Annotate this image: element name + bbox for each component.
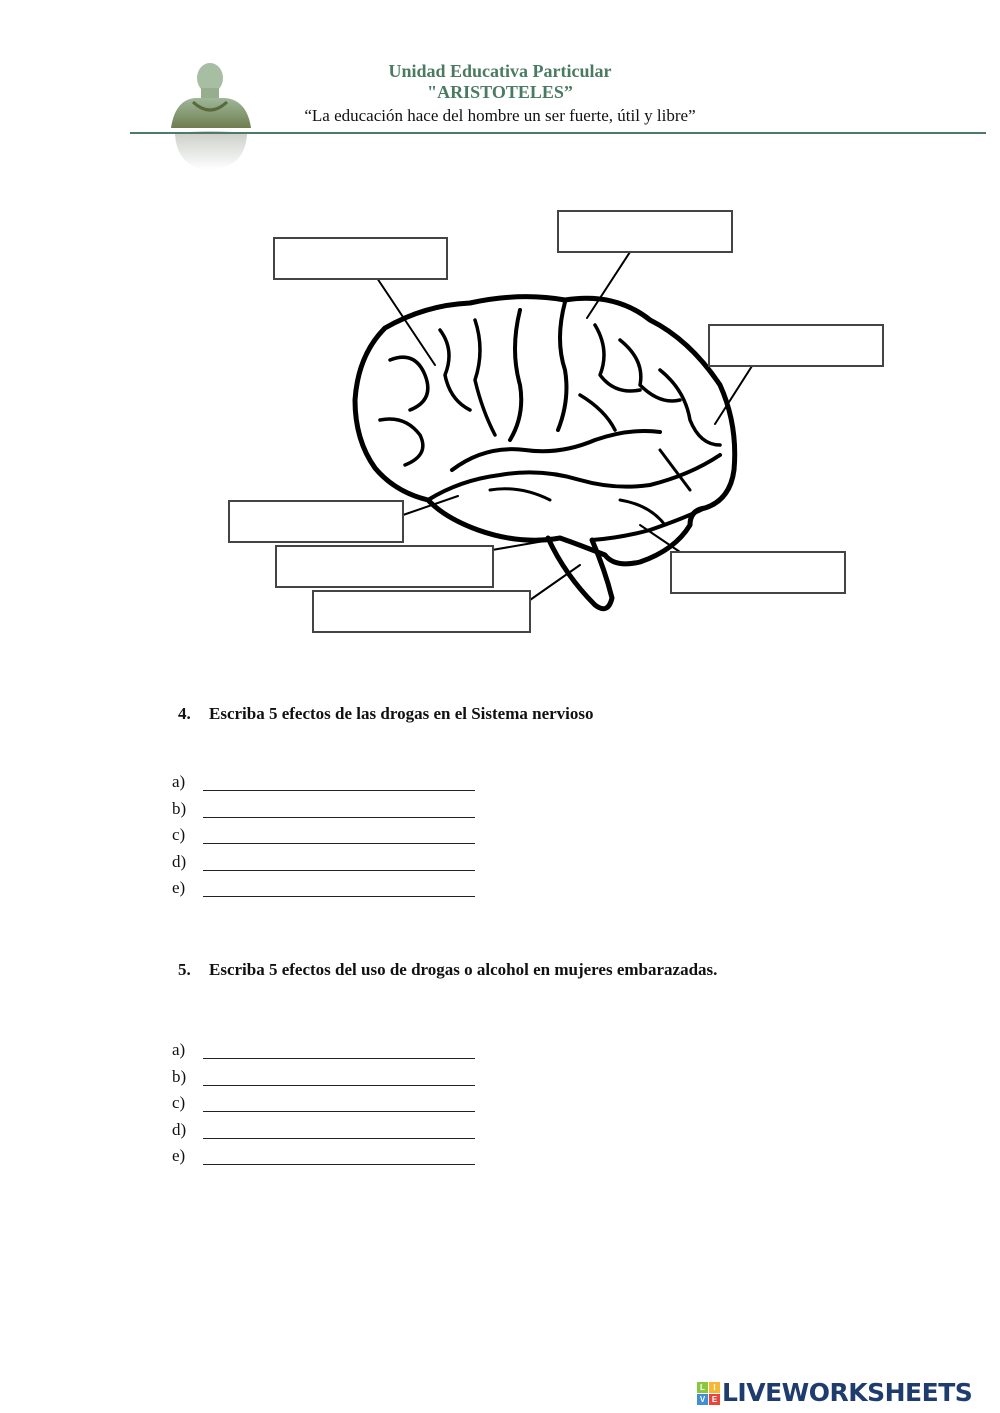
- answer-input-line[interactable]: [203, 896, 475, 897]
- school-name: Unidad Educativa Particular: [388, 61, 612, 81]
- logo-tile: L: [697, 1381, 708, 1393]
- answer-input-line[interactable]: [203, 1137, 475, 1139]
- brain-diagram: [220, 200, 900, 650]
- aristotle-bust-icon: [165, 58, 255, 170]
- answer-letter: e): [172, 878, 186, 897]
- label-box-left-lower-2[interactable]: [312, 590, 531, 633]
- school-subtitle: "ARISTOTELES”: [427, 82, 573, 102]
- answer-letter: e): [172, 1146, 186, 1165]
- label-box-left-lower-1[interactable]: [275, 545, 494, 588]
- answer-letter: a): [172, 772, 186, 791]
- answer-input-line[interactable]: [203, 1058, 475, 1059]
- question-text: Escriba 5 efectos del uso de drogas o al…: [209, 960, 718, 979]
- label-box-right-lower[interactable]: [670, 551, 846, 594]
- answer-letter: d): [172, 1119, 187, 1139]
- question-number: 4.: [178, 704, 191, 723]
- question-4-heading: 4. Escriba 5 efectos de las drogas en el …: [178, 704, 594, 724]
- logo-tile: I: [709, 1381, 720, 1393]
- answer-input-line[interactable]: [203, 1164, 475, 1165]
- answer-letter: b): [172, 798, 187, 818]
- answer-letter: d): [172, 851, 187, 871]
- answer-input-line[interactable]: [203, 1084, 475, 1086]
- brand-name: LIVEWORKSHEETS: [722, 1378, 973, 1407]
- question-text: Escriba 5 efectos de las drogas en el Si…: [209, 704, 594, 723]
- header-divider: [130, 132, 986, 134]
- answer-input-line[interactable]: [203, 1111, 475, 1112]
- answer-letter: c): [172, 1093, 186, 1112]
- answer-input-line[interactable]: [203, 790, 475, 791]
- label-box-left-middle[interactable]: [228, 500, 404, 543]
- label-box-top-center[interactable]: [557, 210, 733, 253]
- answer-input-line[interactable]: [203, 869, 475, 871]
- label-box-top-left[interactable]: [273, 237, 448, 280]
- label-box-right-upper[interactable]: [708, 324, 884, 367]
- question-number: 5.: [178, 960, 191, 979]
- answer-letter: b): [172, 1066, 187, 1086]
- logo-tile: V: [697, 1393, 708, 1405]
- question-5-heading: 5. Escriba 5 efectos del uso de drogas o …: [178, 960, 717, 980]
- answer-input-line[interactable]: [203, 843, 475, 844]
- liveworksheets-brand: L I V E LIVEWORKSHEETS: [697, 1378, 973, 1407]
- logo-tile: E: [709, 1393, 720, 1405]
- liveworksheets-logo-icon: L I V E: [697, 1381, 720, 1405]
- answer-input-line[interactable]: [203, 816, 475, 818]
- answer-letter: a): [172, 1040, 186, 1059]
- answer-letter: c): [172, 825, 186, 844]
- school-motto: “La educación hace del hombre un ser fue…: [304, 106, 696, 125]
